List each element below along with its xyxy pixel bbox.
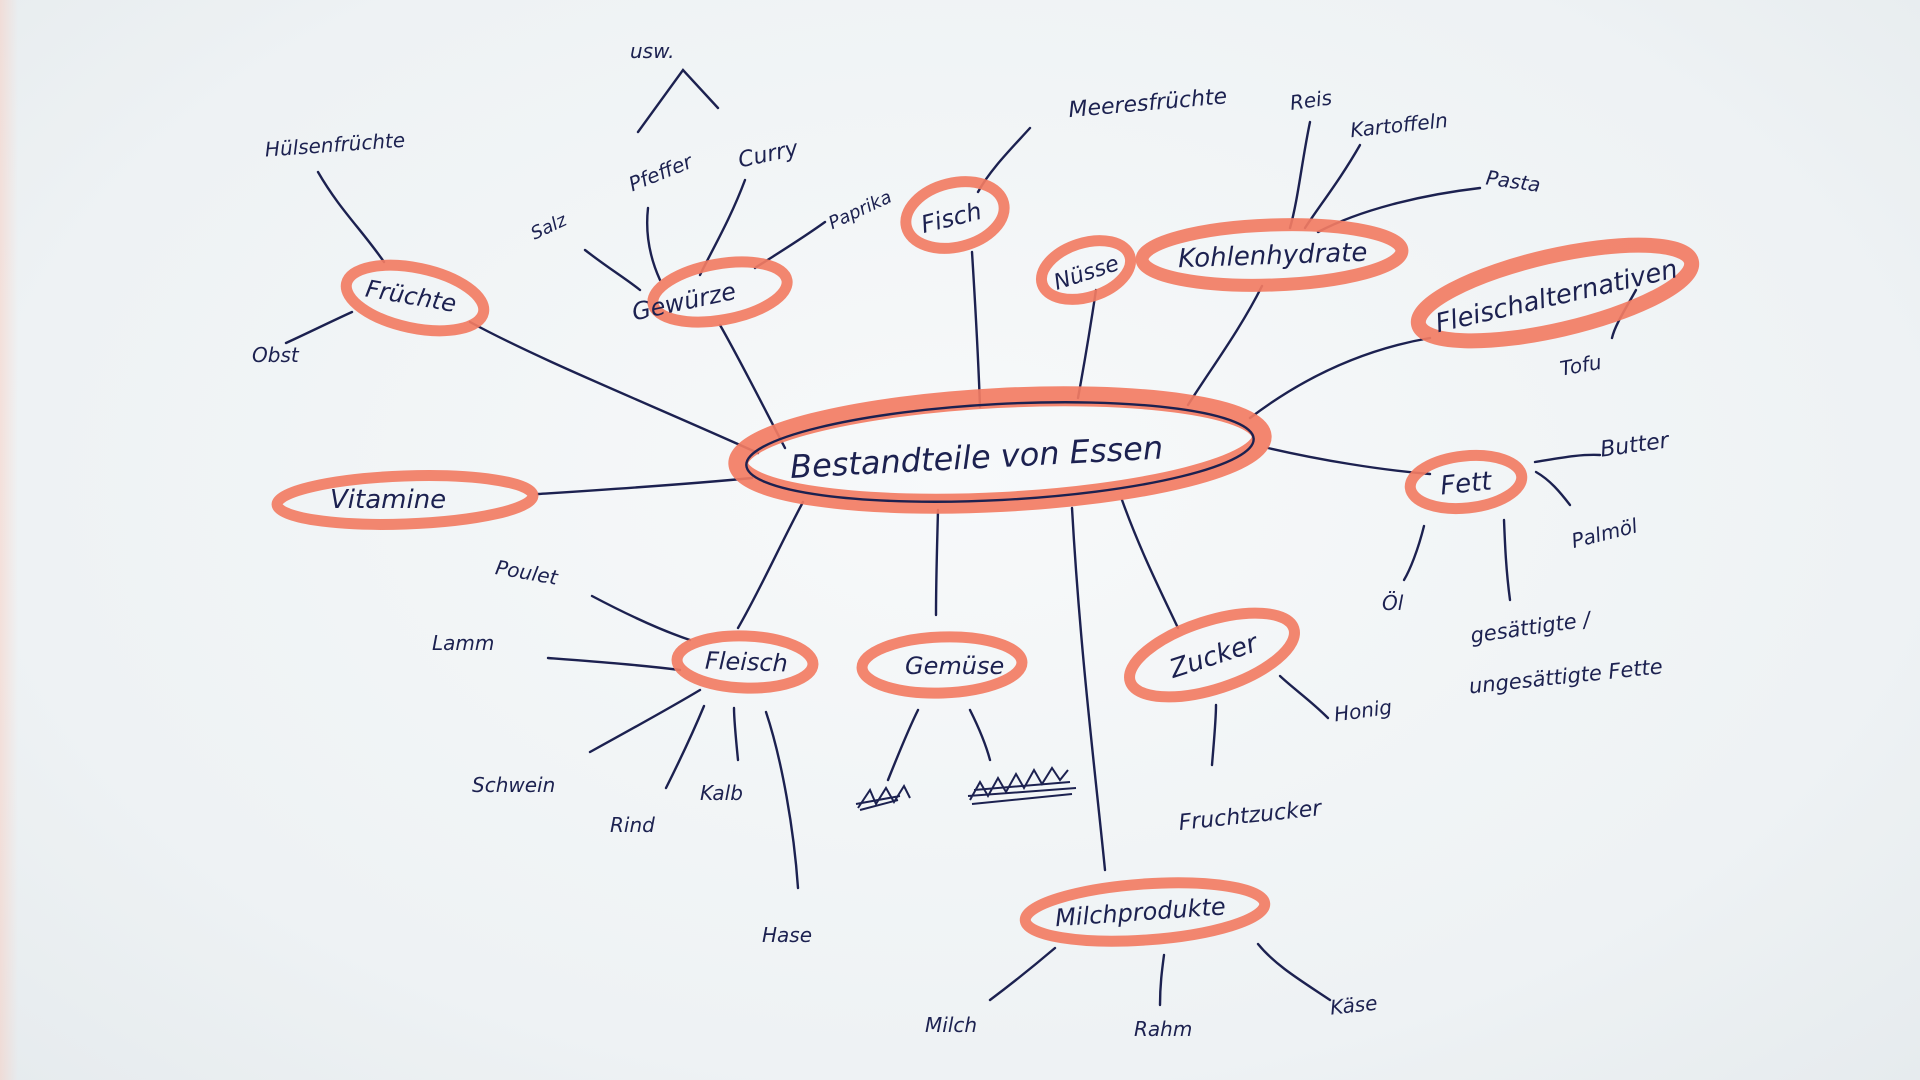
leaf-pasta: Pasta — [1484, 165, 1542, 196]
node-kohlenhydrate: Kohlenhydrate — [1178, 238, 1368, 275]
leaf-fruchtzucker: Fruchtzucker — [1177, 796, 1324, 836]
node-fett: Fett — [1439, 466, 1494, 501]
leaf-gesaettigte-1: gesättigte / — [1469, 607, 1594, 648]
leaf-honig: Honig — [1332, 695, 1393, 727]
leaf-lamm: Lamm — [432, 631, 494, 655]
node-fisch: Fisch — [918, 197, 984, 239]
node-fleisch: Fleisch — [705, 647, 789, 678]
leaf-meeresfruechte: Meeresfrüchte — [1068, 84, 1229, 123]
leaf-hase: Hase — [762, 923, 812, 947]
leaf-usw: usw. — [630, 39, 675, 63]
leaf-milch: Milch — [925, 1013, 977, 1037]
leaf-rind: Rind — [610, 813, 655, 837]
crossed-out-words — [855, 766, 1077, 811]
node-highlights — [271, 176, 1700, 947]
leaf-huelsenfruechte: Hülsenfrüchte — [264, 128, 406, 162]
leaf-tofu: Tofu — [1558, 350, 1603, 381]
leaf-pfeffer: Pfeffer — [625, 148, 697, 196]
leaf-curry: Curry — [736, 136, 801, 173]
leaf-poulet: Poulet — [494, 555, 561, 590]
leaf-kaese: Käse — [1329, 991, 1379, 1020]
leaf-oel: Öl — [1382, 591, 1404, 615]
leaf-palmoel: Palmöl — [1569, 513, 1640, 553]
leaf-schwein: Schwein — [472, 773, 555, 797]
node-vitamine: Vitamine — [330, 485, 446, 515]
center-topic: Bestandteile von Essen — [789, 428, 1164, 485]
leaf-obst: Obst — [252, 343, 300, 367]
leaf-labels: Hülsenfrüchte Obst usw. Salz Pfeffer Cur… — [252, 39, 1672, 1041]
leaf-kalb: Kalb — [700, 781, 743, 805]
node-gemuese: Gemüse — [905, 652, 1004, 680]
leaf-gesaettigte-2: ungesättigte Fette — [1468, 654, 1664, 698]
node-milchprodukte: Milchprodukte — [1054, 892, 1226, 932]
leaf-reis: Reis — [1288, 85, 1333, 115]
leaf-butter: Butter — [1599, 428, 1673, 463]
leaf-paprika: Paprika — [825, 187, 895, 234]
leaf-kartoffeln: Kartoffeln — [1349, 108, 1449, 142]
leaf-salz: Salz — [528, 210, 571, 245]
leaf-rahm: Rahm — [1134, 1017, 1192, 1041]
